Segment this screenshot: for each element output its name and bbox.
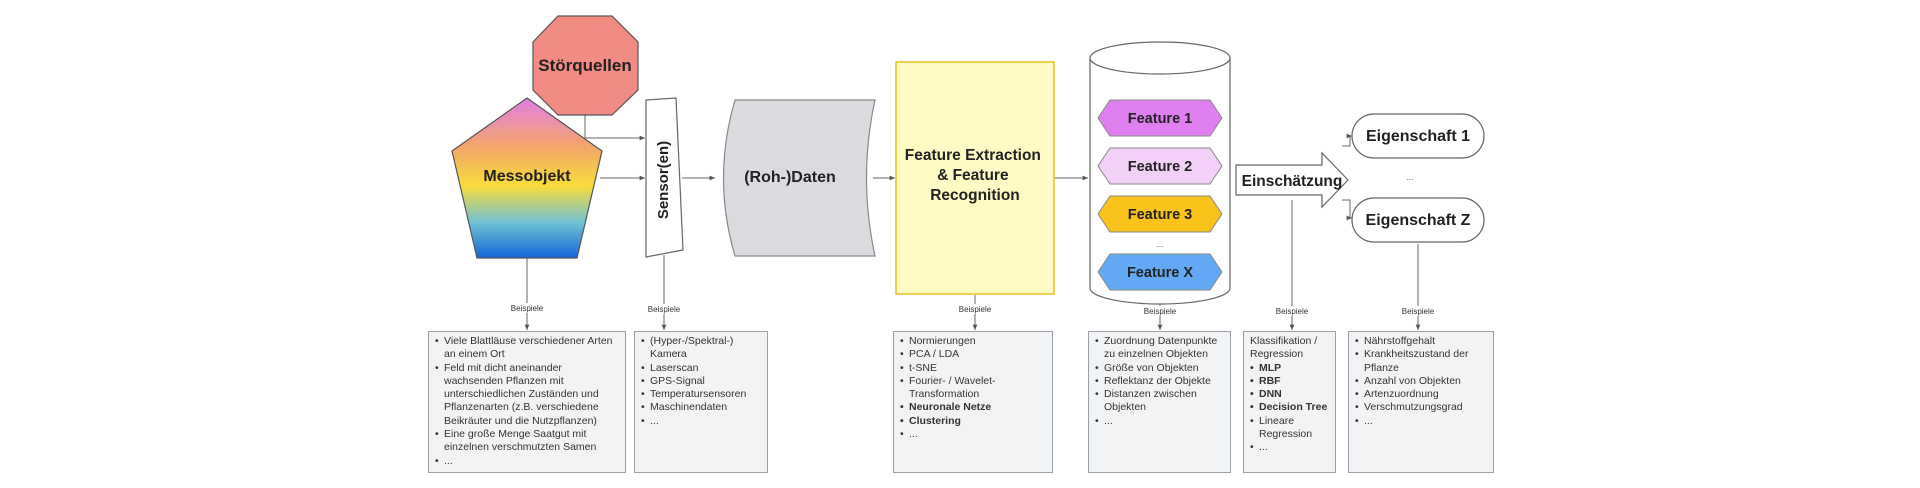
eigenschaft-1-node xyxy=(1351,113,1485,159)
features-example-item: Zuordnung Datenpunkte zu einzelnen Objek… xyxy=(1095,335,1224,362)
feature-extraction-example-item: Clustering xyxy=(900,415,1046,429)
einschaetzung-box-heading: Klassifikation / Regression xyxy=(1250,335,1318,361)
feature-4-label: Feature X xyxy=(1127,265,1193,281)
svg-text:Feature Extraction & Featu: Feature Extraction & Feature Recognition xyxy=(905,147,1045,204)
examples-label-eigenschaften: Beispiele xyxy=(1402,307,1435,316)
feature-extraction-node xyxy=(895,61,1055,295)
feature-extraction-example-item: Fourier- / Wavelet-Transformation xyxy=(900,375,1046,402)
feature-1-label: Feature 1 xyxy=(1128,111,1192,127)
sensoren-example-item: GPS-Signal xyxy=(641,375,761,389)
connector-einschaetzung-eigenschaft1 xyxy=(1342,133,1352,147)
examples-label-messobjekt: Beispiele xyxy=(511,304,544,313)
eigenschaft-z-node xyxy=(1351,197,1485,243)
stoerquellen-node xyxy=(532,15,639,116)
feature-extraction-example-item: t-SNE xyxy=(900,362,1046,376)
feature-1-hexagon xyxy=(1097,99,1223,137)
eigenschaften-example-item: Anzahl von Objekten xyxy=(1355,375,1487,389)
sensoren-label: Sensor(en) xyxy=(655,141,672,219)
einschaetzung-example-item: DNN xyxy=(1250,388,1329,402)
sensoren-example-item: Temperatursensoren xyxy=(641,388,761,402)
examples-label-einschaetzung: Beispiele xyxy=(1276,307,1309,316)
sensoren-example-item: Maschinendaten xyxy=(641,401,761,415)
messobjekt-example-item: Eine große Menge Saatgut mit einzelnen v… xyxy=(435,428,619,455)
sensoren-node xyxy=(645,97,684,258)
features-example-item: ... xyxy=(1095,415,1224,429)
features-example-item: Größe von Objekten xyxy=(1095,362,1224,376)
examples-label-features: Beispiele xyxy=(1144,307,1177,316)
einschaetzung-example-item: RBF xyxy=(1250,375,1329,389)
sensoren-example-item: ... xyxy=(641,415,761,429)
examples-box-eigenschaften: NährstoffgehaltKrankheitszustand der Pfl… xyxy=(1348,331,1494,473)
einschaetzung-example-item: Decision Tree xyxy=(1250,401,1329,415)
examples-box-features: Zuordnung Datenpunkte zu einzelnen Objek… xyxy=(1088,331,1231,473)
examples-box-feature-extraction: NormierungenPCA / LDAt-SNEFourier- / Wav… xyxy=(893,331,1053,473)
sensoren-example-item: (Hyper-/Spektral-) Kamera xyxy=(641,335,761,362)
features-ellipsis: ... xyxy=(1157,240,1164,249)
feature-extraction-line-2: & Feature xyxy=(937,167,1009,184)
rohdaten-node xyxy=(722,99,876,257)
messobjekt-node xyxy=(451,97,603,259)
messobjekt-example-item: ... xyxy=(435,455,619,469)
einschaetzung-node xyxy=(1235,151,1349,209)
messobjekt-example-item: Feld mit dicht aneinander wachsenden Pfl… xyxy=(435,362,619,428)
einschaetzung-example-item: Lineare Regression xyxy=(1250,415,1329,442)
feature-extraction-example-item: ... xyxy=(900,428,1046,442)
examples-label-sensoren: Beispiele xyxy=(648,305,681,314)
examples-box-einschaetzung: Klassifikation / Regression MLPRBFDNNDec… xyxy=(1243,331,1336,473)
feature-extraction-line-3: Recognition xyxy=(930,187,1020,204)
rohdaten-label: (Roh-)Daten xyxy=(744,169,836,186)
examples-box-messobjekt: Viele Blattläuse verschiedener Arten an … xyxy=(428,331,626,473)
einschaetzung-example-item: ... xyxy=(1250,441,1329,455)
stoerquellen-label: Störquellen xyxy=(538,56,632,75)
feature-extraction-example-item: Neuronale Netze xyxy=(900,401,1046,415)
eigenschaften-example-item: Artenzuordnung xyxy=(1355,388,1487,402)
messobjekt-label: Messobjekt xyxy=(483,168,571,185)
eigenschaft-z-label: Eigenschaft Z xyxy=(1366,212,1471,229)
eigenschaften-ellipsis: ... xyxy=(1407,173,1414,182)
examples-label-feature-extraction: Beispiele xyxy=(959,305,992,314)
feature-2-hexagon xyxy=(1097,147,1223,185)
connector-stoerquellen-sensor xyxy=(584,115,645,141)
feature-4-hexagon xyxy=(1097,253,1223,291)
feature-extraction-example-item: PCA / LDA xyxy=(900,348,1046,362)
messobjekt-example-item: Viele Blattläuse verschiedener Arten an … xyxy=(435,335,619,362)
features-example-item: Distanzen zwischen Objekten xyxy=(1095,388,1224,415)
feature-extraction-example-item: Normierungen xyxy=(900,335,1046,349)
eigenschaften-example-item: Nährstoffgehalt xyxy=(1355,335,1487,349)
eigenschaften-example-item: ... xyxy=(1355,415,1487,429)
connector-einschaetzung-eigenschaftz xyxy=(1342,199,1352,221)
einschaetzung-example-item: MLP xyxy=(1250,362,1329,376)
einschaetzung-label: Einschätzung xyxy=(1242,173,1343,190)
examples-box-sensoren: (Hyper-/Spektral-) KameraLaserscanGPS-Si… xyxy=(634,331,768,473)
eigenschaft-1-label: Eigenschaft 1 xyxy=(1366,128,1470,145)
sensoren-example-item: Laserscan xyxy=(641,362,761,376)
eigenschaften-example-item: Verschmutzungsgrad xyxy=(1355,401,1487,415)
eigenschaften-example-item: Krankheitszustand der Pflanze xyxy=(1355,348,1487,375)
feature-extraction-line-1: Feature Extraction xyxy=(905,147,1041,164)
feature-2-label: Feature 2 xyxy=(1128,159,1192,175)
features-example-item: Reflektanz der Objekte xyxy=(1095,375,1224,389)
feature-3-label: Feature 3 xyxy=(1128,207,1192,223)
feature-3-hexagon xyxy=(1097,195,1223,233)
